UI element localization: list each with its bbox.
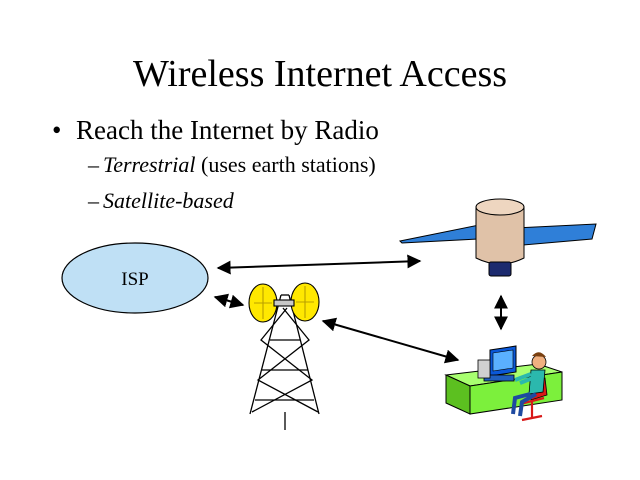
sub-item-emphasis: Terrestrial bbox=[103, 152, 196, 177]
person-head bbox=[531, 354, 547, 370]
sub-marker: – bbox=[88, 152, 99, 177]
solar-panel-right bbox=[511, 223, 597, 247]
sub-item-satellite: –Satellite-based bbox=[88, 188, 234, 214]
isp-ellipse bbox=[61, 242, 209, 314]
link-isp-satellite bbox=[216, 254, 422, 275]
user-workstation-icon bbox=[444, 345, 563, 422]
computer-case bbox=[477, 359, 491, 379]
slide-title: Wireless Internet Access bbox=[132, 53, 508, 95]
sub-marker: – bbox=[88, 188, 99, 213]
monitor-screen bbox=[492, 349, 514, 372]
satellite-body bbox=[475, 206, 525, 265]
dish-icon bbox=[248, 282, 320, 323]
satellite-antenna bbox=[488, 261, 512, 277]
bullet-marker: • bbox=[52, 115, 62, 145]
radio-tower-icon bbox=[248, 282, 320, 430]
solar-panel-left bbox=[398, 223, 485, 244]
sub-item-terrestrial: –Terrestrial (uses earth stations) bbox=[88, 152, 376, 178]
person-legs bbox=[511, 392, 537, 417]
satellite-top bbox=[475, 198, 525, 216]
link-tower-workstation bbox=[321, 317, 460, 364]
person-hair bbox=[532, 352, 546, 357]
link-isp-tower bbox=[213, 293, 245, 309]
sub-item-emphasis: Satellite-based bbox=[103, 188, 234, 213]
isp-label: ISP bbox=[121, 269, 148, 290]
bullet-item: • Reach the Internet by Radio bbox=[52, 114, 379, 146]
sub-item-rest: (uses earth stations) bbox=[195, 152, 376, 177]
tower-crossbars bbox=[255, 339, 314, 401]
bullet-text: Reach the Internet by Radio bbox=[76, 115, 379, 145]
links bbox=[213, 254, 508, 364]
tower-legs bbox=[249, 294, 320, 415]
satellite-icon bbox=[398, 198, 597, 277]
tower-lattice bbox=[251, 307, 319, 413]
person-arms bbox=[514, 372, 544, 385]
isp-node: ISP bbox=[61, 242, 209, 314]
